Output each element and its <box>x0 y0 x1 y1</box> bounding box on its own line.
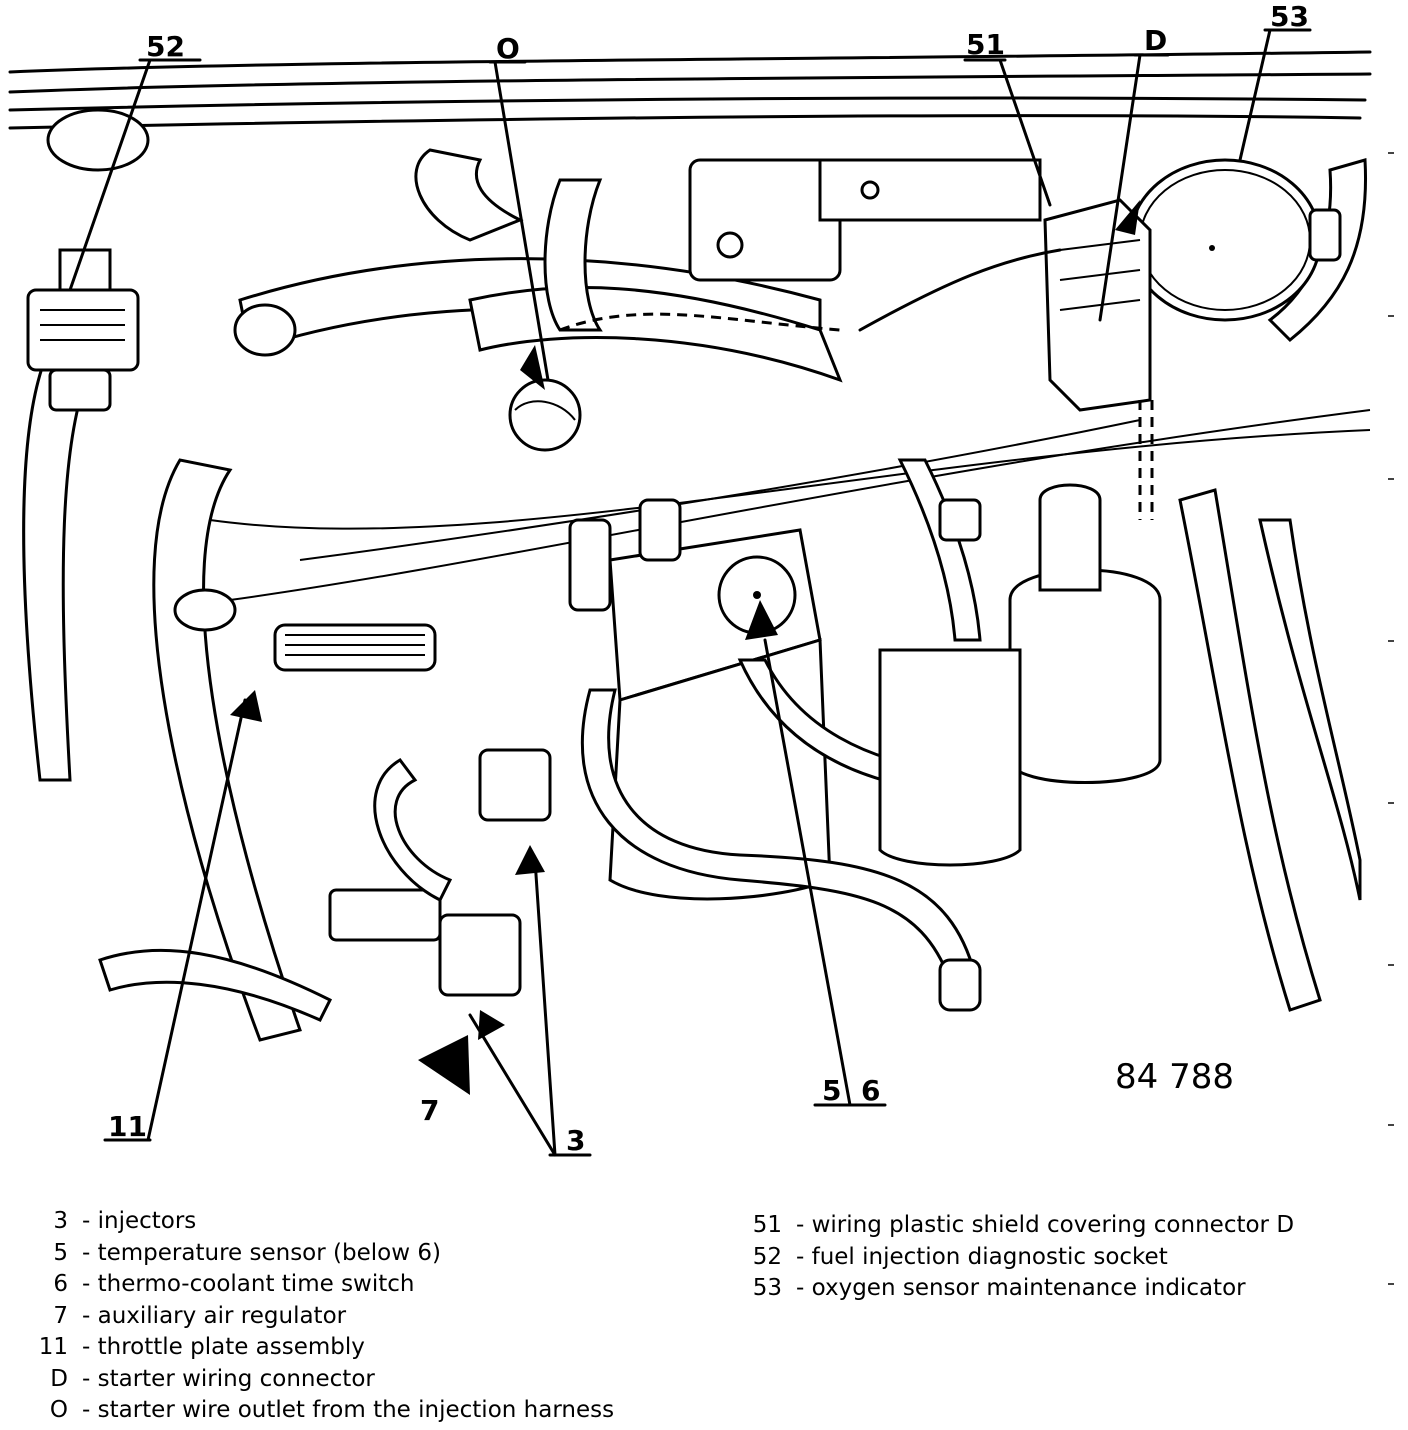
callout-5-6: 5 6 <box>822 1074 880 1107</box>
callout-53: 53 <box>1270 0 1309 33</box>
oxygen-indicator-53 <box>1128 158 1342 322</box>
bracket-area <box>688 158 1042 282</box>
legend-item-52: 52- fuel injection diagnostic socket <box>752 1243 1168 1270</box>
figure-number: 84 788 <box>1115 1057 1234 1097</box>
right-components <box>878 483 1162 867</box>
legend-left: 3- injectors 5- temperature sensor (belo… <box>24 1206 614 1427</box>
filler-cap <box>46 108 150 172</box>
callout-3: 3 <box>566 1124 585 1157</box>
callout-7: 7 <box>420 1094 439 1127</box>
arrow-7 <box>418 1035 470 1095</box>
legend-item-53: 53- oxygen sensor maintenance indicator <box>752 1275 1246 1301</box>
wire-outlet-o <box>508 378 582 452</box>
callout-11: 11 <box>108 1110 147 1143</box>
harness-dashed <box>559 312 841 332</box>
legend-item-11: 11- throttle plate assembly <box>38 1334 365 1360</box>
engine-diagram: 52 O 51 D 53 11 7 3 5 6 84 788 <box>8 0 1372 1157</box>
callout-o: O <box>496 32 520 65</box>
legend-item-51: 51- wiring plastic shield covering conne… <box>752 1212 1295 1238</box>
callout-52: 52 <box>146 30 185 63</box>
legend-right: 51- wiring plastic shield covering conne… <box>742 1210 1294 1305</box>
harness-wire <box>858 248 1062 332</box>
legend-item-o: O- starter wire outlet from the injectio… <box>49 1397 615 1423</box>
legend-item-6: 6- thermo-coolant time switch <box>53 1271 415 1297</box>
cables <box>209 409 1371 601</box>
legend-item-3: 3- injectors <box>53 1208 197 1234</box>
diagnostic-socket-52 <box>26 248 140 412</box>
wiring-shield-51 <box>1043 198 1154 520</box>
arrows <box>230 200 1140 1095</box>
injector-area <box>173 588 552 997</box>
legend-item-5: 5- temperature sensor (below 6) <box>53 1239 441 1266</box>
body-panel-lines <box>8 50 1372 130</box>
callout-51: 51 <box>966 28 1005 61</box>
leader-lines <box>68 28 1312 1157</box>
legend-item-d: D- starter wiring connector <box>50 1365 375 1392</box>
callout-d: D <box>1144 24 1167 57</box>
legend-item-7: 7- auxiliary air regulator <box>53 1302 347 1329</box>
intake-elbows <box>233 148 603 357</box>
